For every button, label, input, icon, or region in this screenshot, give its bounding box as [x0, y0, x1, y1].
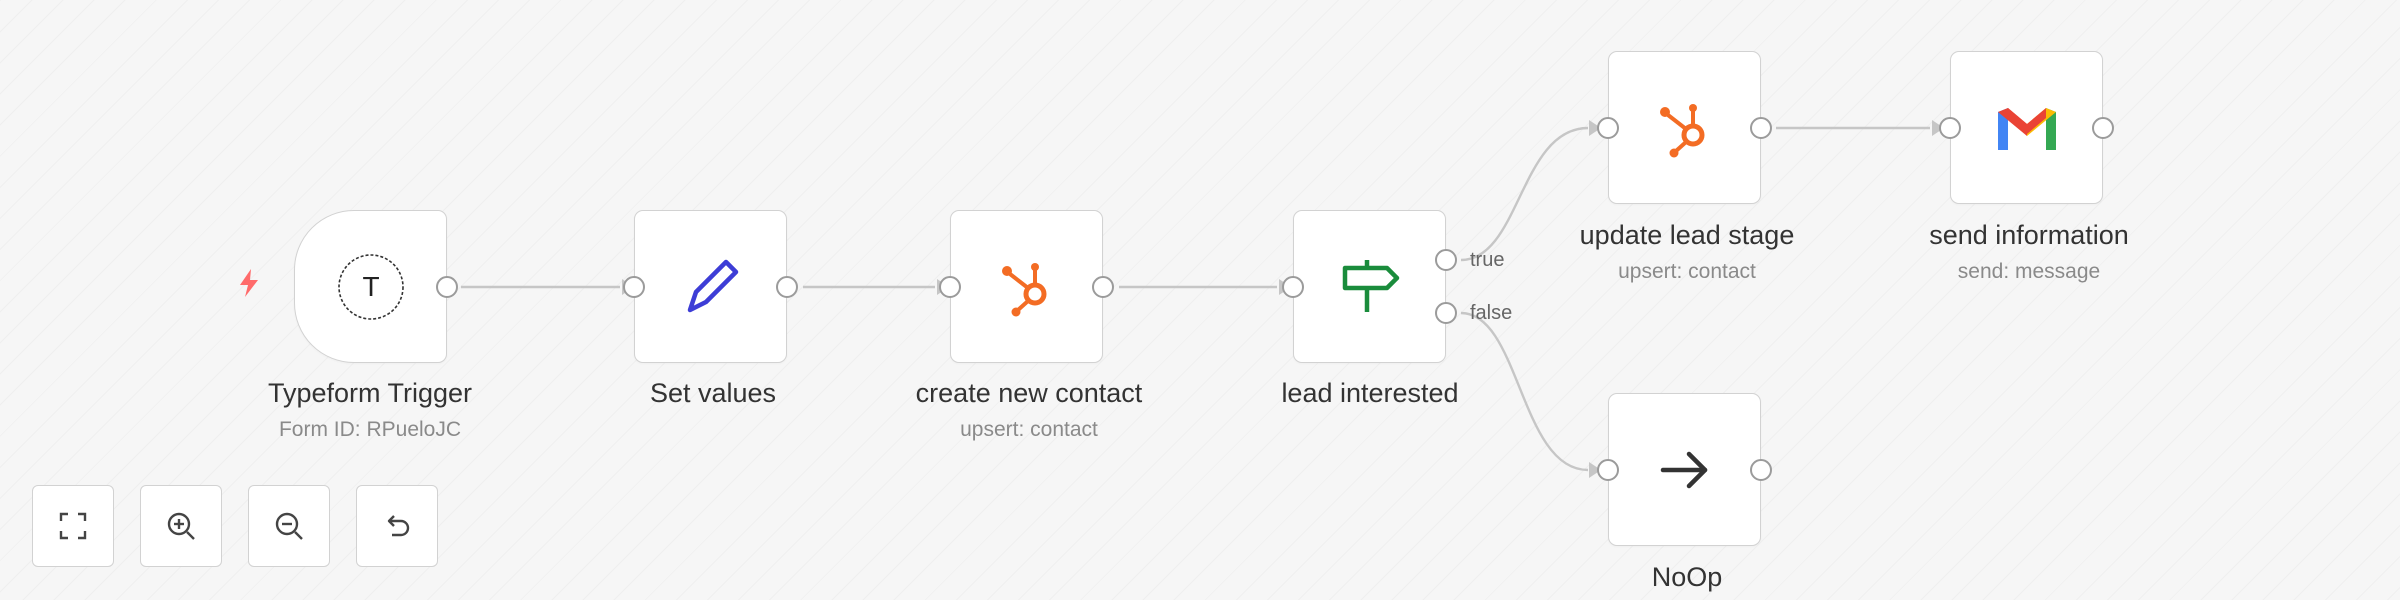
input-handle[interactable] — [1597, 459, 1619, 481]
undo-icon — [387, 515, 410, 537]
node-subtitle: Form ID: RPueloJC — [278, 418, 462, 441]
output-handle[interactable] — [1750, 459, 1772, 481]
output-handle-true[interactable] — [1435, 249, 1457, 271]
node-update-lead-stage[interactable] — [1597, 51, 1772, 204]
input-handle[interactable] — [623, 276, 645, 298]
input-handle[interactable] — [939, 276, 961, 298]
node-noop[interactable] — [1597, 393, 1772, 546]
branch-label-true: true — [1470, 249, 1505, 271]
hubspot-icon — [1659, 103, 1704, 157]
node-subtitle: upsert: contact — [960, 418, 1098, 441]
output-handle[interactable] — [2092, 117, 2114, 139]
signpost-icon — [1342, 259, 1399, 312]
node-label: Typeform Trigger — [267, 378, 473, 408]
zoom-in-button[interactable] — [140, 485, 222, 567]
node-send-information[interactable] — [1939, 51, 2114, 204]
zoom-out-button[interactable] — [248, 485, 330, 567]
zoom-out-icon — [275, 512, 303, 540]
svg-text:T: T — [362, 271, 379, 302]
node-typeform-trigger[interactable]: T — [294, 210, 458, 363]
output-handle[interactable] — [1092, 276, 1114, 298]
typeform-icon: T — [337, 253, 404, 320]
node-subtitle: upsert: contact — [1618, 260, 1756, 283]
node-lead-interested[interactable] — [1282, 210, 1457, 363]
node-create-new-contact[interactable] — [939, 210, 1114, 363]
reset-zoom-button[interactable] — [356, 485, 438, 567]
node-subtitle: send: message — [1957, 260, 2101, 283]
pencil-icon — [687, 259, 738, 312]
node-label: send information — [1929, 220, 2129, 250]
node-label: NoOp — [1651, 562, 1723, 592]
output-handle-false[interactable] — [1435, 302, 1457, 324]
output-handle[interactable] — [776, 276, 798, 298]
trigger-bolt-icon — [240, 269, 258, 297]
zoom-in-icon — [167, 512, 195, 540]
node-label: Set values — [649, 378, 777, 408]
input-handle[interactable] — [1282, 276, 1304, 298]
gmail-icon — [1997, 107, 2056, 150]
output-handle[interactable] — [436, 276, 458, 298]
node-label: update lead stage — [1579, 220, 1795, 250]
node-label: lead interested — [1281, 378, 1459, 408]
output-handle[interactable] — [1750, 117, 1772, 139]
input-handle[interactable] — [1939, 117, 1961, 139]
node-label: create new contact — [915, 378, 1143, 408]
branch-label-false: false — [1470, 302, 1513, 324]
arrow-right-icon — [1660, 451, 1707, 488]
fit-view-button[interactable] — [32, 485, 114, 567]
input-handle[interactable] — [1597, 117, 1619, 139]
hubspot-icon — [1001, 262, 1046, 316]
node-set-values[interactable] — [623, 210, 798, 363]
fullscreen-icon — [59, 512, 87, 540]
